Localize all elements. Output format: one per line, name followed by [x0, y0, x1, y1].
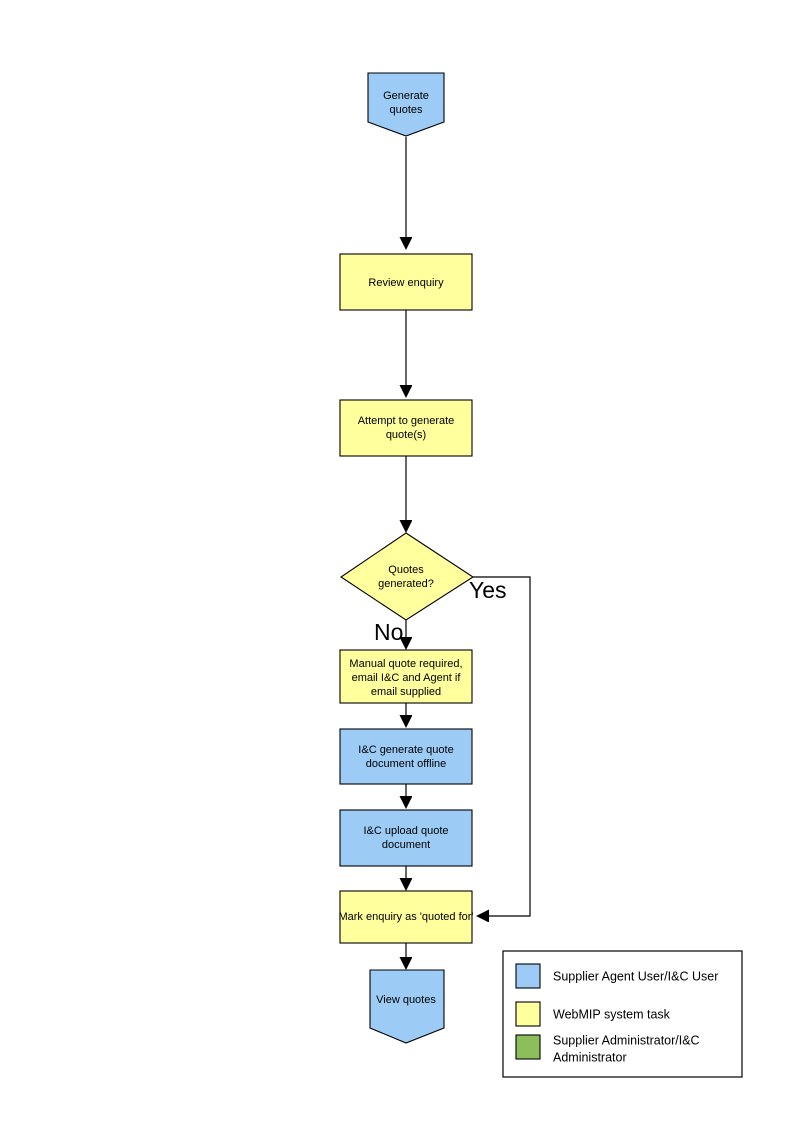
legend-item-supplier-administrator: Supplier Administrator/I&C Administrator: [515, 1033, 700, 1064]
ic-upload-label-line2: document: [382, 839, 430, 851]
node-review-enquiry[interactable]: Review enquiry: [339, 253, 473, 311]
node-attempt-generate-quotes[interactable]: Attempt to generate quote(s): [339, 399, 473, 457]
node-view-quotes[interactable]: View quotes: [369, 969, 445, 1044]
generate-quotes-label-line1: Generate: [383, 90, 429, 102]
manual-quote-label-line1: Manual quote required,: [349, 658, 462, 670]
legend-swatch-admin-green: [515, 1034, 541, 1060]
node-quotes-generated-decision[interactable]: Quotes generated?: [340, 532, 475, 621]
manual-quote-shape: [339, 649, 473, 704]
legend-label-admin-line2: Administrator: [553, 1050, 627, 1064]
node-mark-enquiry-quoted-for[interactable]: Mark enquiry as 'quoted for': [338, 890, 474, 944]
legend-item-supplier-agent-user: Supplier Agent User/I&C User: [515, 963, 718, 989]
legend-frame: [502, 950, 743, 1078]
generate-quotes-shape: [367, 72, 445, 137]
attempt-generate-shape: [339, 399, 473, 457]
node-manual-quote-required[interactable]: Manual quote required, email I&C and Age…: [339, 649, 473, 704]
generate-quotes-label-line2: quotes: [389, 104, 423, 116]
legend-label-user: Supplier Agent User/I&C User: [553, 969, 718, 983]
branch-label-no: No: [374, 619, 403, 645]
branch-label-yes: Yes: [469, 577, 507, 603]
quotes-generated-label-line2: generated?: [378, 578, 434, 590]
manual-quote-label-line2: email I&C and Agent if: [352, 672, 462, 684]
legend-item-webmip-system-task: WebMIP system task: [515, 1001, 671, 1027]
legend: Supplier Agent User/I&C User WebMIP syst…: [502, 950, 743, 1078]
quotes-generated-label-line1: Quotes: [388, 564, 424, 576]
ic-upload-label-line1: I&C upload quote: [363, 825, 448, 837]
node-ic-generate-quote-offline[interactable]: I&C generate quote document offline: [339, 728, 473, 785]
ic-generate-offline-shape: [339, 728, 473, 785]
ic-upload-shape: [339, 809, 473, 867]
ic-generate-offline-label-line2: document offline: [366, 758, 447, 770]
legend-swatch-user-blue: [515, 963, 541, 989]
node-generate-quotes[interactable]: Generate quotes: [367, 72, 445, 137]
legend-label-admin-line1: Supplier Administrator/I&C: [553, 1033, 700, 1047]
view-quotes-shape: [369, 969, 445, 1044]
attempt-generate-label-line2: quote(s): [386, 429, 426, 441]
mark-quoted-for-label: Mark enquiry as 'quoted for': [338, 911, 473, 923]
quotes-generated-shape: [340, 532, 475, 621]
review-enquiry-label: Review enquiry: [368, 277, 444, 289]
ic-generate-offline-label-line1: I&C generate quote: [358, 744, 453, 756]
edge-decision-yes-to-mark: [473, 576, 531, 916]
mark-quoted-for-shape: [339, 890, 473, 944]
review-enquiry-shape: [339, 253, 473, 311]
manual-quote-label-line3: email supplied: [371, 686, 441, 698]
view-quotes-label: View quotes: [376, 994, 436, 1006]
node-ic-upload-quote-document[interactable]: I&C upload quote document: [339, 809, 473, 867]
attempt-generate-label-line1: Attempt to generate: [358, 415, 455, 427]
legend-label-system: WebMIP system task: [553, 1007, 671, 1021]
legend-swatch-system-yellow: [515, 1001, 541, 1027]
